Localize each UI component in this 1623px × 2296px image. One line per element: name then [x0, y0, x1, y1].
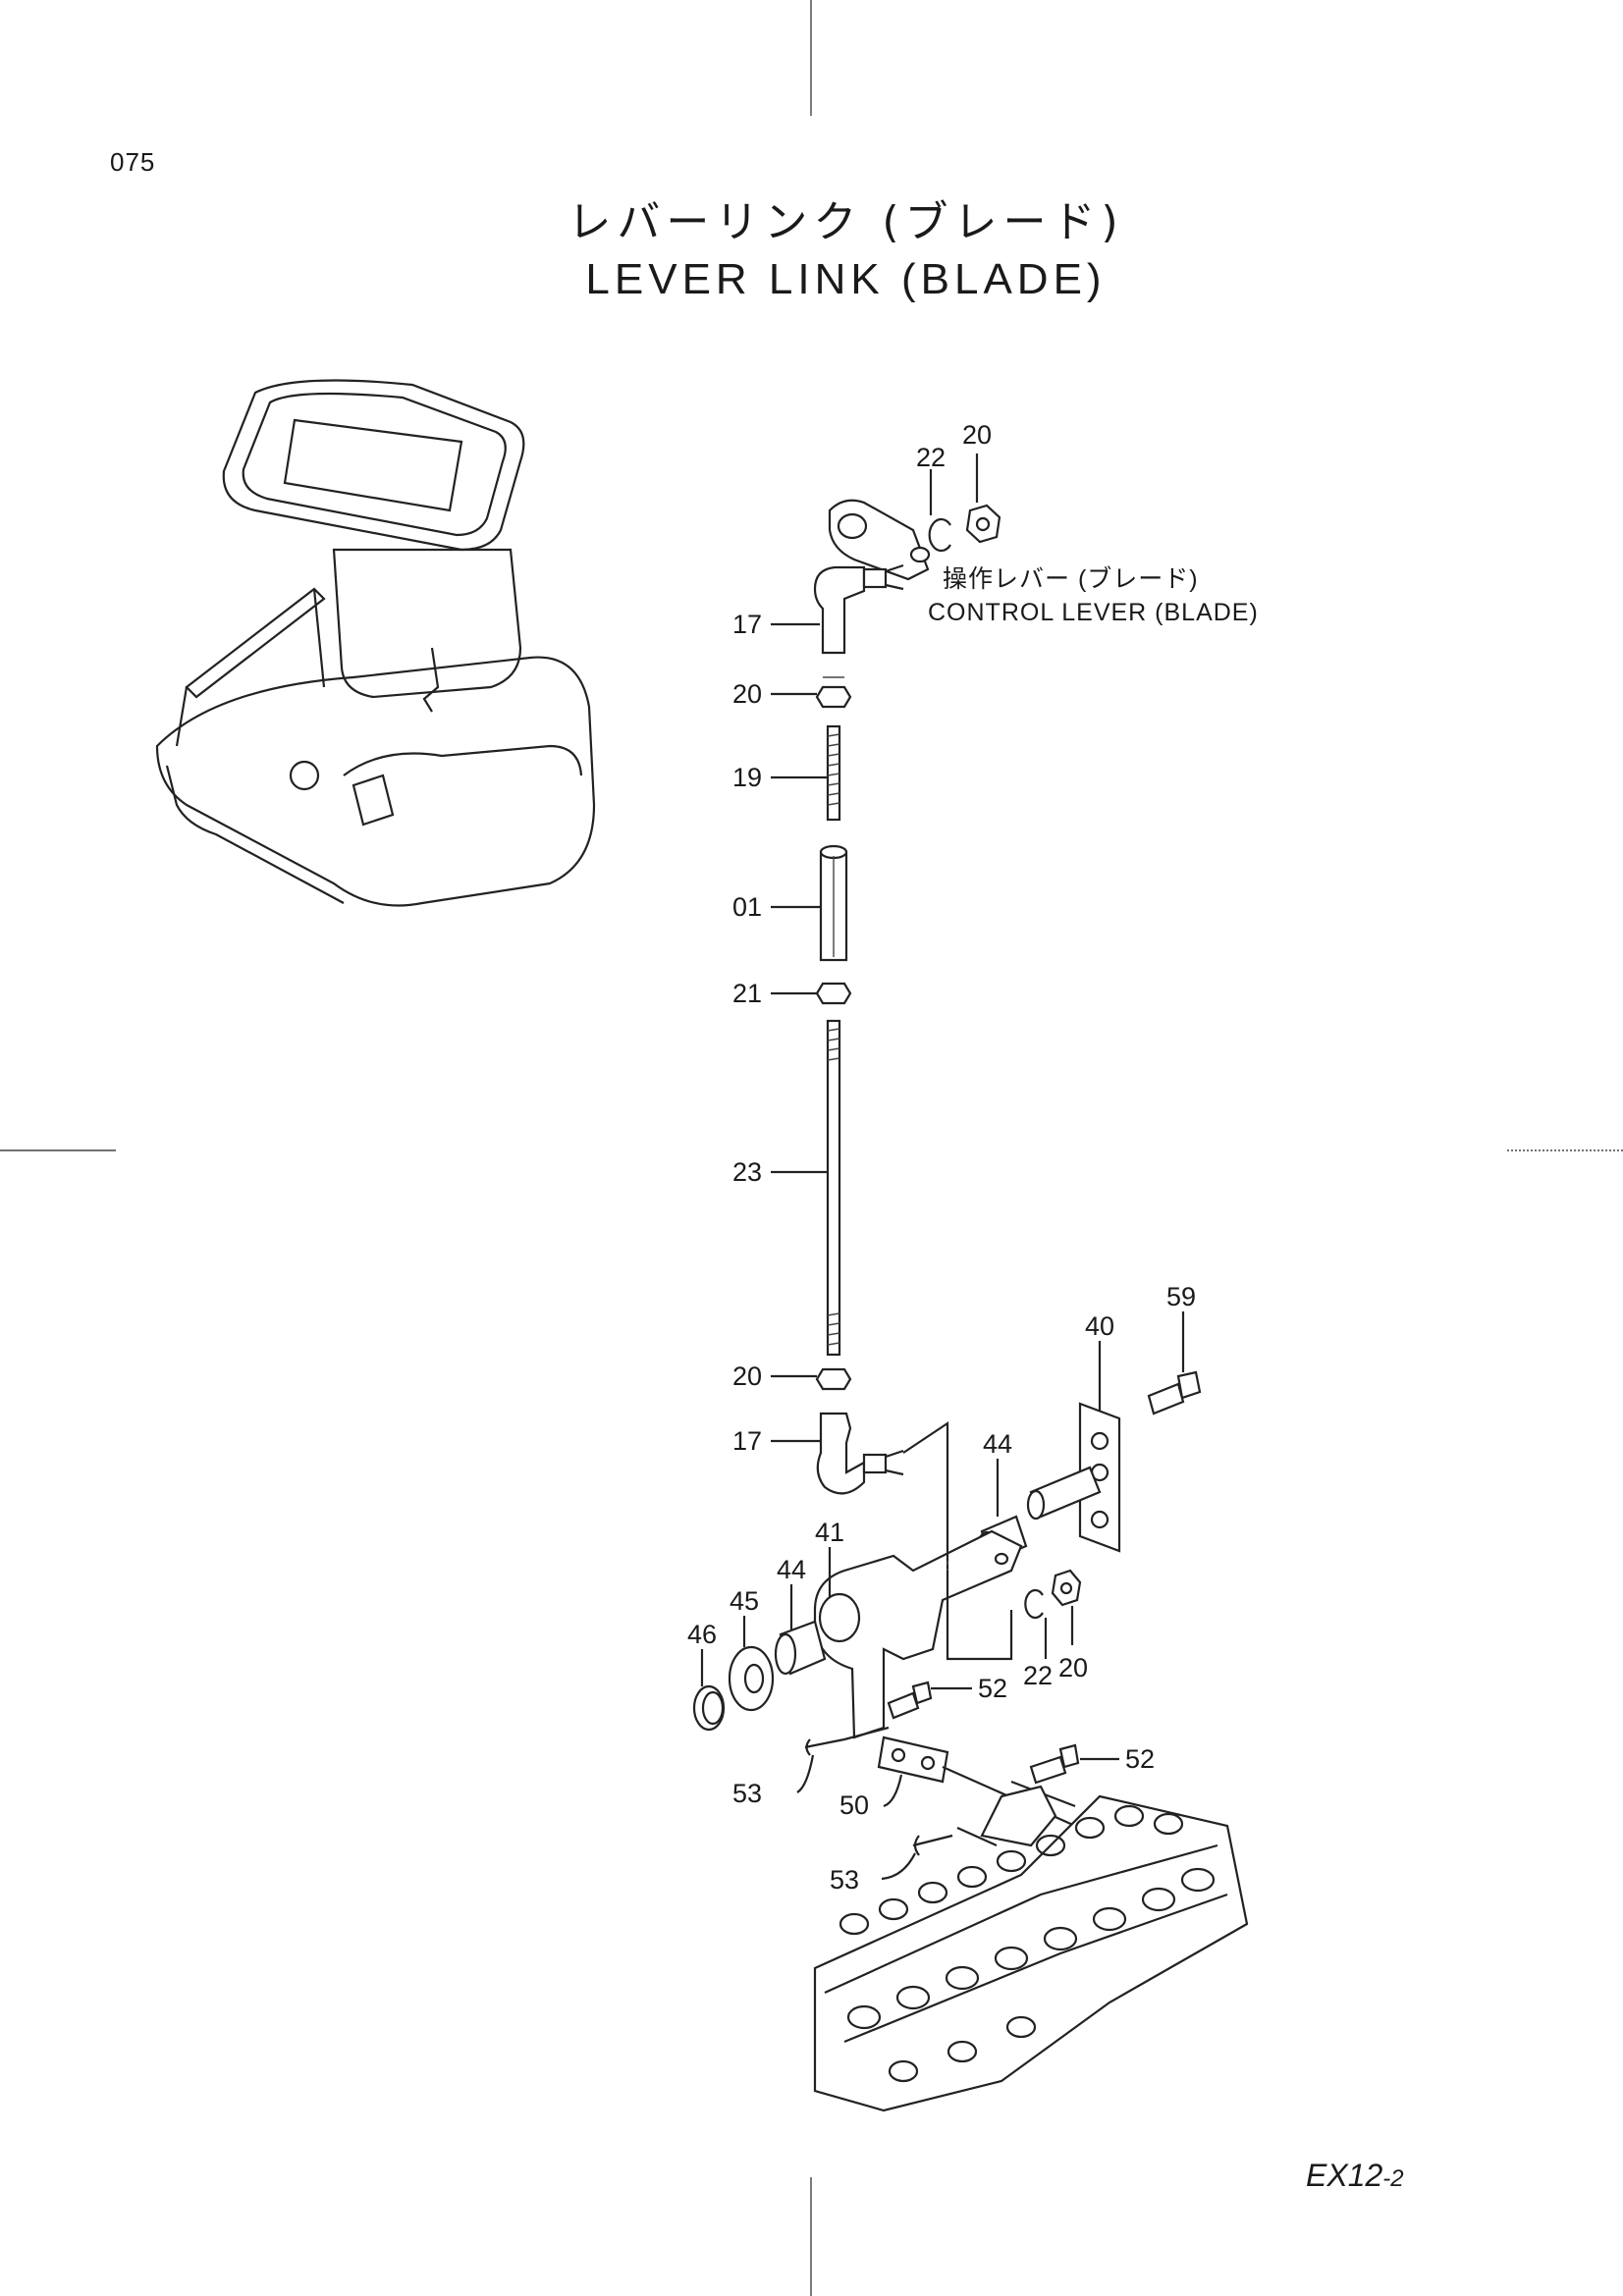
bolt-52-b	[1029, 1743, 1080, 1785]
plate-50	[877, 1735, 949, 1784]
callout-41: 41	[815, 1518, 844, 1547]
annotation-japanese: 操作レバー (ブレード)	[943, 565, 1199, 593]
callout-01: 01	[732, 892, 762, 922]
nut-20-bottom	[1051, 1569, 1082, 1607]
stud-19	[826, 724, 841, 822]
callout-52-b: 52	[1125, 1744, 1155, 1774]
page-number: 075	[110, 147, 156, 177]
annotation-english: CONTROL LEVER (BLADE)	[928, 599, 1259, 626]
rod-end-17-top	[813, 563, 904, 655]
callout-20-bottom: 20	[1058, 1653, 1088, 1682]
callout-45: 45	[730, 1586, 759, 1616]
leader-lines	[700, 454, 1185, 1881]
callout-17-top: 17	[732, 610, 762, 639]
title-english: LEVER LINK (BLADE)	[585, 255, 1107, 303]
rod-23	[826, 1019, 841, 1357]
snap-ring-22-bottom	[1024, 1588, 1044, 1620]
nut-20-upper	[815, 685, 852, 709]
split-pin-53-a	[804, 1737, 845, 1756]
nut-20-top	[965, 504, 1001, 544]
callout-19: 19	[732, 763, 762, 792]
callout-20-top: 20	[962, 420, 992, 450]
callout-20-b: 20	[732, 1362, 762, 1391]
callout-44-left: 44	[777, 1555, 806, 1584]
snap-ring-46	[692, 1684, 726, 1732]
title-japanese: レバーリンク (ブレード)	[568, 197, 1124, 247]
nut-21	[815, 982, 852, 1005]
bolt-59	[1147, 1370, 1202, 1415]
callout-labels: 22 20 17 20 19 01 21 23 20 17 59 40 44 4…	[687, 420, 1196, 1895]
washer-45	[728, 1645, 775, 1712]
control-lever-bracket	[828, 499, 931, 581]
callout-17-bottom: 17	[732, 1426, 762, 1456]
callout-53-b: 53	[830, 1865, 859, 1895]
callout-20-a: 20	[732, 679, 762, 709]
callout-22-top: 22	[916, 443, 946, 472]
pin-44-right	[1026, 1466, 1102, 1521]
machine-overview-illustration	[155, 379, 596, 907]
callout-46: 46	[687, 1620, 717, 1649]
callout-53-a: 53	[732, 1779, 762, 1808]
bolt-52-a	[887, 1681, 933, 1720]
callout-21: 21	[732, 979, 762, 1008]
split-pin-53-b	[912, 1834, 953, 1856]
model-code-main: EX12	[1306, 2158, 1383, 2193]
control-valve	[813, 1785, 1249, 2112]
rod-end-17-bottom	[816, 1412, 904, 1495]
model-code-suffix: -2	[1382, 2165, 1404, 2192]
callout-44-right: 44	[983, 1429, 1012, 1459]
callout-50: 50	[839, 1790, 869, 1820]
model-code: EX12-2	[1306, 2158, 1404, 2194]
lever-41	[813, 1529, 1023, 1739]
callout-22-bottom: 22	[1023, 1661, 1053, 1690]
callout-40: 40	[1085, 1311, 1114, 1341]
callout-23: 23	[732, 1157, 762, 1187]
control-lever-annotation: 操作レバー (ブレード) CONTROL LEVER (BLADE)	[928, 565, 1259, 626]
callout-59: 59	[1166, 1282, 1196, 1311]
turnbuckle-01	[819, 844, 848, 962]
nut-20-lower	[815, 1367, 852, 1391]
snap-ring-22-top	[928, 517, 951, 553]
callout-52-a: 52	[978, 1674, 1007, 1703]
bushing-44-left	[774, 1620, 827, 1676]
title-block: レバーリンク (ブレード) LEVER LINK (BLADE)	[0, 187, 1623, 304]
